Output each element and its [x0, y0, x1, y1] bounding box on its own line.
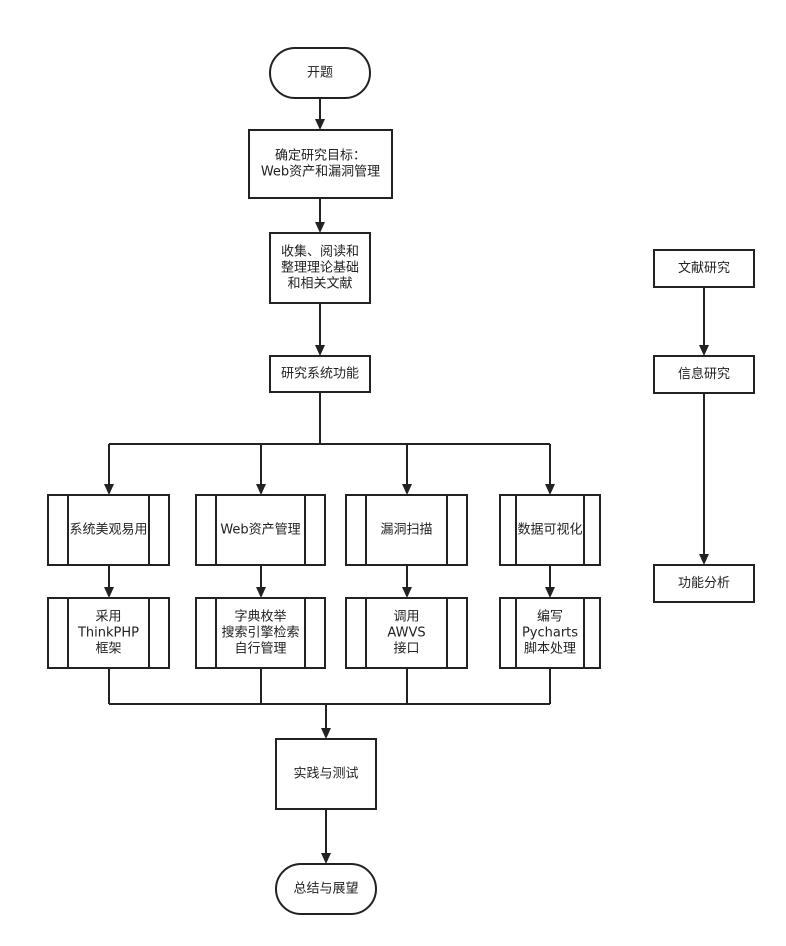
node-test-label-0: 实践与测试: [293, 767, 358, 782]
node-ana-label-0: 功能分析: [678, 576, 730, 591]
arrow-goal-collect: [315, 222, 325, 233]
arrow-info-ana: [699, 554, 709, 565]
node-info: 信息研究: [653, 355, 755, 394]
nodes: 开题确定研究目标：Web资产和漏洞管理收集、阅读和整理理论基础和相关文献研究系统…: [47, 47, 755, 915]
node-collect-label-0: 收集、阅读和: [281, 244, 359, 260]
node-collect-shape: [269, 232, 371, 304]
node-func-shape: [269, 355, 371, 393]
node-collect-label-2: 和相关文献: [287, 277, 352, 292]
node-asset-shape: [195, 494, 326, 566]
node-asset: Web资产管理: [195, 494, 326, 566]
node-end-label-0: 总结与展望: [293, 881, 358, 897]
arrow-bus-asset: [256, 484, 266, 495]
node-ui: 系统美观易用: [47, 494, 170, 566]
node-end: 总结与展望: [275, 863, 377, 915]
node-goal: 确定研究目标：Web资产和漏洞管理: [248, 129, 393, 199]
arrow-feature-awvs: [402, 587, 412, 598]
node-goal-label-0: 确定研究目标：: [275, 149, 366, 164]
node-test-shape: [275, 738, 377, 810]
node-dict-label-2: 自行管理: [234, 642, 286, 657]
node-py-label-2: 脚本处理: [524, 641, 576, 657]
node-collect-label-1: 整理理论基础: [281, 261, 359, 276]
node-awvs-label-0: 调用: [393, 610, 419, 625]
arrow-feature-tp: [104, 587, 114, 598]
arrow-bus-ui: [104, 484, 114, 495]
node-viz-label-0: 数据可视化: [517, 523, 582, 538]
arrow-merge-test: [321, 728, 331, 739]
node-asset-label-0: Web资产管理: [220, 523, 300, 538]
node-py-label-1: Pycharts: [522, 626, 578, 641]
node-start-shape: [269, 47, 371, 99]
arrow-start-goal: [315, 119, 325, 130]
node-test: 实践与测试: [275, 738, 377, 810]
node-lit-shape: [653, 249, 755, 288]
node-dict-label-1: 搜索引擎检索: [221, 626, 299, 641]
node-ana: 功能分析: [653, 564, 755, 603]
arrow-feature-dict: [256, 587, 266, 598]
node-start: 开题: [269, 47, 371, 99]
node-end-shape: [275, 863, 377, 915]
node-lit: 文献研究: [653, 249, 755, 288]
node-tp-label-2: 框架: [95, 642, 121, 657]
node-ui-label-0: 系统美观易用: [69, 523, 147, 538]
node-dict-shape: [195, 597, 326, 669]
node-start-label-0: 开题: [307, 66, 333, 81]
arrow-feature-py: [545, 587, 555, 598]
arrow-bus-scan: [402, 484, 412, 495]
node-ana-shape: [653, 564, 755, 603]
node-viz: 数据可视化: [499, 494, 601, 566]
node-awvs-label-2: 接口: [393, 641, 419, 657]
node-awvs-label-1: AWVS: [387, 626, 425, 641]
node-py-label-0: 编写: [537, 610, 563, 625]
arrow-bus-viz: [545, 484, 555, 495]
node-info-shape: [653, 355, 755, 394]
node-func-label-0: 研究系统功能: [281, 367, 359, 382]
node-func: 研究系统功能: [269, 355, 371, 393]
node-scan: 漏洞扫描: [345, 494, 468, 566]
arrow-test-end: [321, 853, 331, 864]
node-info-label-0: 信息研究: [678, 366, 730, 382]
arrow-lit-info: [699, 345, 709, 356]
node-goal-shape: [248, 129, 393, 199]
node-scan-label-0: 漏洞扫描: [380, 522, 432, 538]
node-tp-label-1: ThinkPHP: [77, 626, 139, 641]
edges: [104, 98, 709, 864]
node-goal-label-1: Web资产和漏洞管理: [261, 164, 380, 180]
node-tp-label-0: 采用: [95, 610, 121, 625]
arrow-collect-func: [315, 345, 325, 356]
node-lit-label-0: 文献研究: [678, 261, 730, 276]
node-dict-label-0: 字典枚举: [234, 610, 286, 625]
